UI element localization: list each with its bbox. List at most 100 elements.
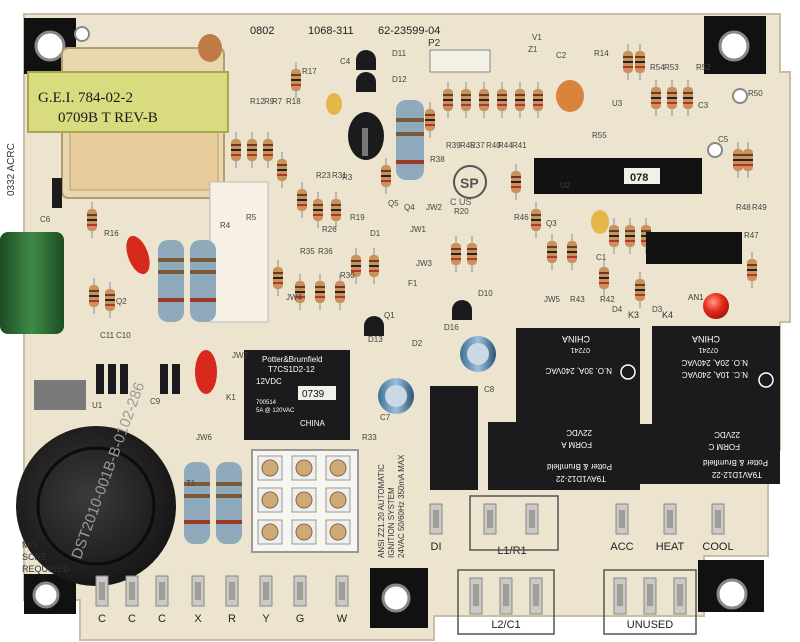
small-relay-voltage: 12VDC xyxy=(256,377,282,386)
silk-label: R40 xyxy=(486,141,501,150)
terminal-unused[interactable]: UNUSED xyxy=(613,577,687,631)
resistor xyxy=(381,158,391,194)
silk-label: Q2 xyxy=(116,297,127,306)
resistor xyxy=(635,272,645,308)
left-note-2: SCRE xyxy=(22,552,47,562)
silk-label: C2 xyxy=(556,51,567,60)
terminal-di[interactable]: DI xyxy=(429,503,443,553)
terminal-x-3-label: X xyxy=(194,613,202,625)
terminal-g-6[interactable]: G xyxy=(293,575,307,625)
terminal-c-0[interactable]: C xyxy=(95,575,109,625)
terminal-c-1[interactable]: C xyxy=(125,575,139,625)
resistor xyxy=(331,192,341,228)
silk-label: D13 xyxy=(368,335,383,344)
silk-label: R17 xyxy=(302,67,317,76)
resistor xyxy=(747,252,757,288)
red-capacitor-middle xyxy=(195,350,217,394)
resistor xyxy=(497,82,507,118)
silk-label: R19 xyxy=(350,213,365,222)
transformer-label-line1: G.E.I. 784-02-2 xyxy=(38,90,133,106)
l1-group-outline xyxy=(469,495,559,551)
silk-label: R50 xyxy=(748,89,763,98)
silk-label: C7 xyxy=(380,413,391,422)
silk-label: R4 xyxy=(220,221,231,230)
silk-label: R14 xyxy=(594,49,609,58)
silk-label: Q1 xyxy=(384,311,395,320)
resistor xyxy=(369,248,379,284)
silk-label: JW2 xyxy=(426,203,443,212)
terminal-c-0-label: C xyxy=(98,613,106,625)
small-resistors xyxy=(87,44,757,318)
resistor xyxy=(105,282,115,318)
csa-logo-text: SP xyxy=(460,175,479,191)
ceramic-capacitor xyxy=(198,34,222,62)
silk-label: R3 xyxy=(342,173,353,182)
lower-right-terminal-strip: L2/C1 UNUSED xyxy=(469,577,687,631)
terminal-heat[interactable]: HEAT xyxy=(656,503,685,553)
ic-u1: 078 xyxy=(534,158,702,194)
terminal-acc-label: ACC xyxy=(610,541,633,553)
small-relay-origin: CHINA xyxy=(300,419,326,428)
ansi-line-3: 24VAC 50/60Hz 350mA MAX xyxy=(397,454,406,558)
orange-capacitor-top xyxy=(556,80,584,112)
terminal-x-3[interactable]: X xyxy=(191,575,205,625)
chip-label: 078 xyxy=(630,172,648,184)
connector-pin xyxy=(291,455,317,481)
terminal-c-2[interactable]: C xyxy=(155,575,169,625)
terminal-y-5[interactable]: Y xyxy=(259,575,273,625)
resistor xyxy=(533,82,543,118)
terminal-r-4[interactable]: R xyxy=(225,575,239,625)
silk-label: D1 xyxy=(370,229,381,238)
silk-label: R53 xyxy=(664,63,679,72)
relay-k4-voltage: 22VDC xyxy=(714,430,740,439)
relay-k3-brand: Potter & Brumfield xyxy=(547,462,612,471)
silk-label: R12 xyxy=(250,97,265,106)
resistor xyxy=(297,182,307,218)
resistor xyxy=(683,80,693,116)
resistor xyxy=(515,82,525,118)
silk-label: R35 xyxy=(300,247,315,256)
small-relay-rating2: 5A @ 120VAC xyxy=(256,408,295,414)
silk-label: R16 xyxy=(104,229,119,238)
relay-k3-rating: N.O. 30A, 240VAC xyxy=(545,366,612,375)
silk-label: R30 xyxy=(340,271,355,280)
power-resistor xyxy=(209,181,269,323)
silk-label: Q4 xyxy=(404,203,415,212)
resistor xyxy=(263,132,273,168)
red-capacitor-left xyxy=(126,235,150,275)
yellow-capacitor xyxy=(326,93,342,115)
mounting-pad-bottom-right xyxy=(698,560,764,612)
terminal-acc[interactable]: ACC xyxy=(610,503,634,553)
resistor xyxy=(625,218,635,254)
silk-label: V1 xyxy=(532,33,542,42)
terminal-l1-r1[interactable]: L1/R1 xyxy=(483,503,539,557)
silk-label: U3 xyxy=(612,99,623,108)
connector-pin xyxy=(257,455,283,481)
silk-label: R7 xyxy=(272,97,283,106)
resistor xyxy=(623,44,633,80)
part-number-1: 0802 xyxy=(250,25,274,37)
silk-label: R45 xyxy=(460,141,475,150)
terminal-cool[interactable]: COOL xyxy=(702,503,734,553)
terminal-y-5-label: Y xyxy=(262,613,270,625)
resistor xyxy=(313,192,323,228)
small-relay-model: T7CS1D2-12 xyxy=(268,365,315,374)
silk-label: U2 xyxy=(560,181,571,190)
silk-label: C11 xyxy=(100,331,115,340)
silk-label: D3 xyxy=(652,305,663,314)
resistor xyxy=(87,202,97,238)
silk-label: JW3 xyxy=(416,259,433,268)
silk-label: R36 xyxy=(318,247,333,256)
transformer: G.E.I. 784-02-2 0709B T REV-B xyxy=(27,47,229,199)
terminal-w-7[interactable]: W xyxy=(335,575,349,625)
silk-label: D16 xyxy=(444,323,459,332)
relay-k4-model: T9AV1D12-22 xyxy=(711,470,762,479)
silk-label: C10 xyxy=(116,331,131,340)
silk-label: R49 xyxy=(752,203,767,212)
small-relay-date: 0739 xyxy=(302,389,325,400)
silk-label: R41 xyxy=(512,141,527,150)
connector-pin xyxy=(325,455,351,481)
resistor xyxy=(635,44,645,80)
terminal-l2-c1[interactable]: L2/C1 xyxy=(469,577,543,631)
left-note-3: REQUIRED xyxy=(22,564,70,574)
